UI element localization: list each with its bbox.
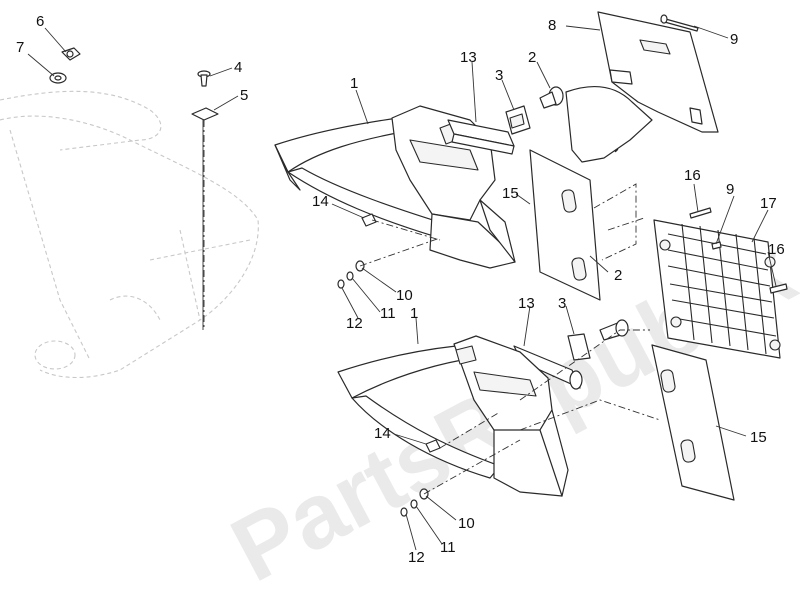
- screw-9-upper: [660, 14, 699, 32]
- screw-4: [197, 70, 211, 87]
- mudguard-bracket-lower: [337, 335, 569, 497]
- callout-11-upper: 11: [380, 305, 396, 322]
- nut-12-lower: [400, 507, 408, 517]
- callout-16-upper: 16: [684, 167, 701, 184]
- screw-9-lower: [711, 241, 722, 250]
- callout-11-lower: 11: [440, 539, 456, 556]
- clip-3-upper: [505, 105, 531, 135]
- callout-17: 17: [760, 195, 777, 212]
- callout-10-upper: 10: [396, 287, 413, 304]
- callout-9-lower: 9: [726, 181, 734, 198]
- screw-16-lower: [769, 283, 788, 294]
- callout-3-lower: 3: [558, 295, 566, 312]
- leader-lines: [27, 25, 777, 551]
- mudguard-bracket-upper: [274, 105, 516, 269]
- callout-8: 8: [548, 17, 556, 34]
- rubber-pad-13-upper: [447, 119, 515, 155]
- callout-7: 7: [16, 39, 24, 56]
- push-rivet-2-lower: [599, 319, 629, 341]
- reflector-plate-15-upper: [529, 149, 601, 301]
- callout-1-lower: 1: [410, 305, 418, 322]
- callout-10-lower: 10: [458, 515, 475, 532]
- spring-washer-11-lower: [410, 499, 418, 509]
- license-plate-holder-8: [565, 11, 719, 163]
- screw-16-upper: [689, 207, 712, 219]
- rubber-pad-13-lower: [513, 345, 583, 390]
- clip-nut-5: [191, 107, 219, 330]
- reflector-plate-15-lower: [651, 344, 735, 501]
- callout-2-lower: 2: [614, 267, 622, 284]
- spring-washer-11-upper: [346, 271, 354, 281]
- clip-3-lower: [567, 333, 591, 361]
- callout-12-lower: 12: [408, 549, 425, 566]
- callout-5: 5: [240, 87, 248, 104]
- callout-6: 6: [36, 13, 44, 30]
- callout-15-lower: 15: [750, 429, 767, 446]
- callout-13-upper: 13: [460, 49, 477, 66]
- screw-fastener-6: [61, 47, 81, 61]
- callout-9-upper: 9: [730, 31, 738, 48]
- license-grid-plate-17: [653, 219, 781, 359]
- callout-12-upper: 12: [346, 315, 363, 332]
- callout-14-lower: 14: [374, 425, 391, 442]
- assembly-lines: [203, 120, 661, 495]
- push-rivet-2-upper: [539, 86, 564, 109]
- nut-12-upper: [337, 279, 345, 289]
- callout-13-lower: 13: [518, 295, 535, 312]
- callout-14-upper: 14: [312, 193, 329, 210]
- callout-15-upper: 15: [502, 185, 519, 202]
- callout-4: 4: [234, 59, 242, 76]
- scooter-body-ghost-outline: [0, 90, 259, 379]
- callout-16-lower: 16: [768, 241, 785, 258]
- callout-1-upper: 1: [350, 75, 358, 92]
- callout-3-upper: 3: [495, 67, 503, 84]
- nut-14-upper: [361, 213, 377, 227]
- callout-2-upper: 2: [528, 49, 536, 66]
